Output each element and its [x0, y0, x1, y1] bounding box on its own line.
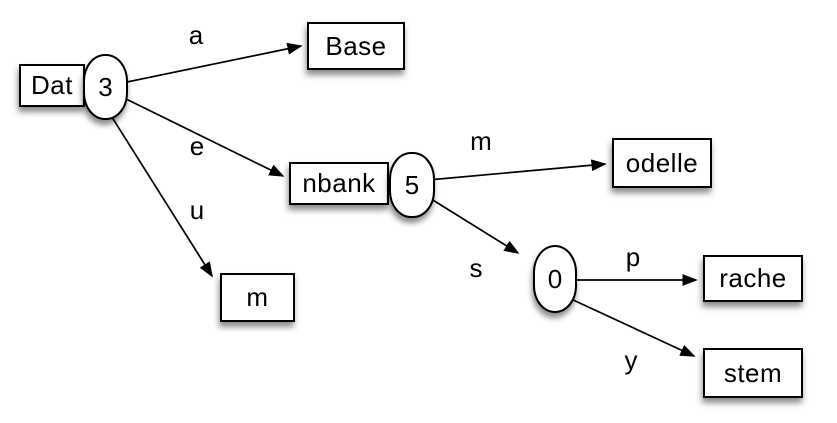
node-rache: rache: [703, 255, 803, 302]
node-m: m: [220, 273, 295, 322]
node-nbank: nbank: [289, 162, 389, 205]
edge-label-m: m: [470, 126, 492, 156]
edge-u-arrow: [109, 113, 213, 278]
edge-label-u: u: [189, 195, 205, 225]
node-odelle: odelle: [612, 138, 712, 188]
edge-label-e: e: [189, 131, 205, 161]
edge-label-a: a: [188, 20, 204, 50]
edge-label-p: p: [625, 242, 641, 272]
edge-s-arrow: [427, 196, 520, 254]
node-count-5: 5: [389, 152, 435, 218]
edge-y-arrow: [570, 298, 696, 357]
node-base: Base: [307, 22, 405, 70]
edge-e-arrow: [121, 96, 285, 177]
node-dat: Dat: [19, 64, 85, 107]
node-stem: stem: [703, 348, 803, 398]
edge-label-s: s: [469, 253, 483, 283]
edge-a-arrow: [121, 42, 303, 84]
node-count-0: 0: [533, 245, 577, 313]
edge-label-y: y: [624, 345, 638, 375]
edge-m-arrow: [427, 159, 607, 181]
node-count-3: 3: [83, 54, 128, 120]
